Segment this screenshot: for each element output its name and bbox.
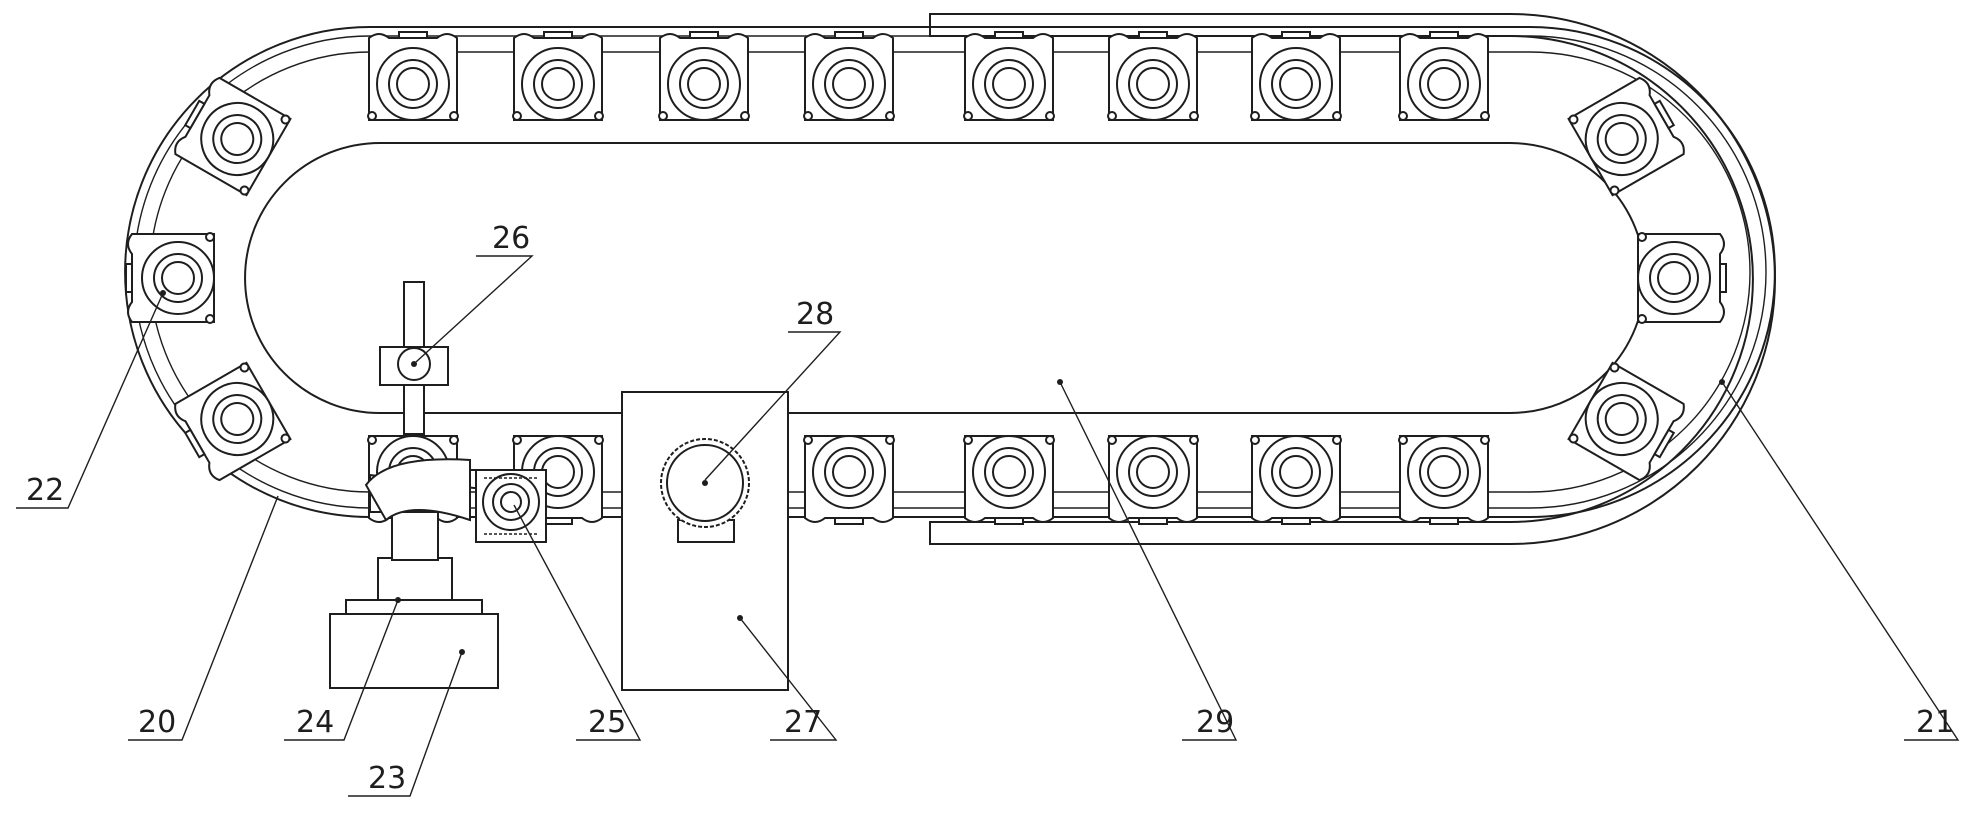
carrier-roller	[1251, 32, 1341, 120]
carrier-roller	[1568, 362, 1689, 484]
carrier-roller	[964, 436, 1054, 524]
label-20: 20	[138, 705, 176, 740]
label-26: 26	[492, 221, 530, 256]
carrier-roller	[1251, 436, 1341, 524]
carrier-roller	[170, 362, 291, 484]
carrier-roller	[804, 32, 894, 120]
carrier-roller	[964, 32, 1054, 120]
carrier-roller	[126, 233, 214, 323]
carrier-roller	[368, 32, 458, 120]
carrier-roller	[513, 32, 603, 120]
chain-carriers	[126, 32, 1726, 524]
label-24: 24	[296, 705, 334, 740]
control-box	[622, 392, 788, 690]
label-21: 21	[1916, 705, 1954, 740]
label-28: 28	[796, 297, 834, 332]
carrier-roller	[804, 436, 894, 524]
label-29: 29	[1196, 705, 1234, 740]
carrier-roller	[1638, 233, 1726, 323]
motor-base	[330, 459, 500, 688]
carrier-roller	[1568, 74, 1689, 196]
pivot-post	[380, 282, 448, 434]
drive-gear	[476, 470, 546, 542]
carrier-roller	[1399, 32, 1489, 120]
carrier-roller	[1399, 436, 1489, 524]
carrier-roller	[1108, 436, 1198, 524]
label-25: 25	[588, 705, 626, 740]
inner-platform	[245, 143, 1645, 413]
carrier-roller	[170, 74, 291, 196]
carrier-roller	[1108, 32, 1198, 120]
label-23: 23	[368, 761, 406, 796]
label-22: 22	[26, 473, 64, 508]
carrier-roller	[659, 32, 749, 120]
label-27: 27	[784, 705, 822, 740]
